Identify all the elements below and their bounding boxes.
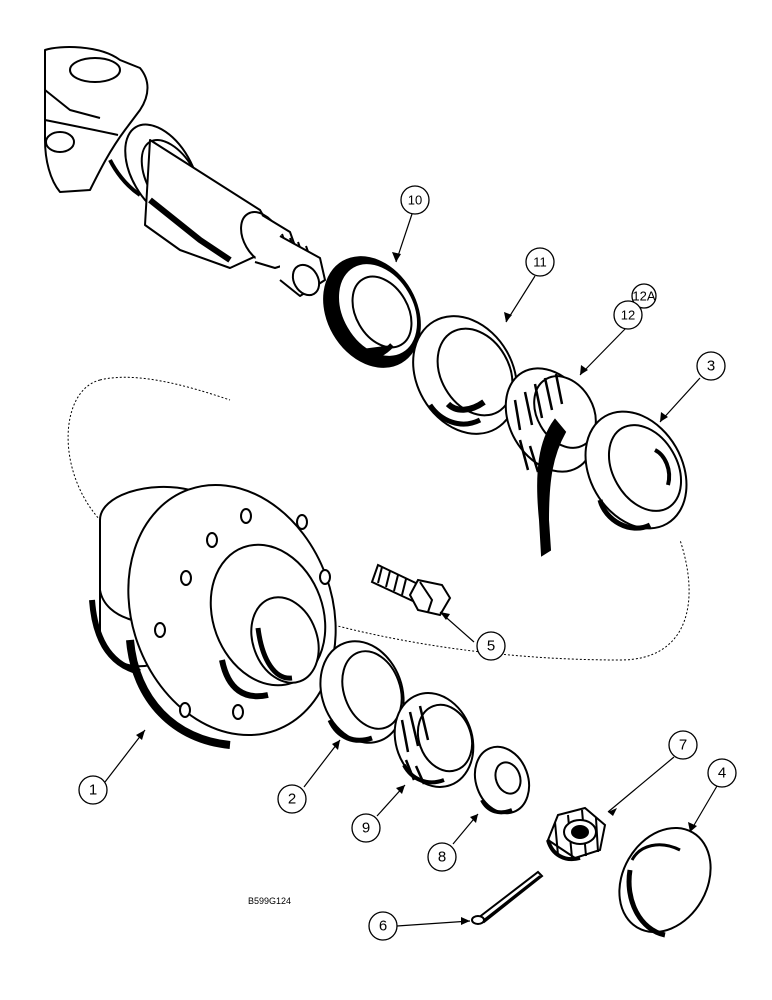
leader-arrowheads	[136, 252, 697, 925]
callout-12a: 12A	[631, 283, 657, 309]
callout-label-12: 12	[621, 308, 635, 323]
callout-label-5: 5	[487, 638, 495, 655]
callout-10: 10	[400, 185, 430, 215]
seal-part-10	[323, 256, 421, 368]
leader-line-6	[396, 920, 471, 927]
figure-reference-code: B599G124	[248, 896, 291, 906]
callout-label-11: 11	[533, 255, 547, 270]
leader-line-12	[579, 327, 627, 376]
callout-label-6: 6	[379, 918, 387, 935]
leader-line-4	[689, 785, 718, 833]
bearing-cup-part-11	[412, 315, 518, 435]
callout-label-12a: 12A	[632, 289, 655, 304]
callout-label-7: 7	[679, 737, 687, 754]
callout-3: 3	[696, 351, 726, 381]
callout-6: 6	[368, 911, 398, 941]
bearing-cup-part-2	[319, 640, 405, 744]
bearing-cone-part-12	[504, 367, 597, 473]
callout-label-2: 2	[288, 791, 296, 808]
leader-line-7	[607, 756, 675, 813]
callout-label-1: 1	[89, 782, 97, 799]
leader-lines	[104, 213, 718, 927]
callout-12: 12	[613, 300, 643, 330]
leader-line-1	[104, 729, 146, 783]
callout-2: 2	[277, 784, 307, 814]
bearing-cone-part-9	[393, 692, 475, 788]
castle-nut-part-7	[546, 806, 607, 861]
hub-part-1	[89, 483, 337, 749]
callout-11: 11	[525, 247, 555, 277]
callout-1: 1	[78, 775, 108, 805]
callout-label-4: 4	[718, 765, 726, 782]
hub-cap-part-4	[618, 826, 712, 938]
leader-line-11	[505, 275, 536, 323]
leader-line-2	[303, 739, 341, 788]
callout-label-9: 9	[362, 820, 370, 837]
bearing-cup-part-3	[584, 410, 688, 531]
callout-label-10: 10	[408, 193, 422, 208]
wheel-stud-part-5	[370, 563, 452, 617]
spindle-assembly	[44, 46, 326, 297]
callouts: 10 11 12A 12 3 5 1 2	[78, 185, 737, 941]
grouping-loop	[67, 376, 690, 661]
callout-8: 8	[427, 842, 457, 872]
callout-5: 5	[476, 631, 506, 661]
leader-line-3	[659, 377, 701, 423]
gasket-strip-part-12a	[537, 418, 567, 557]
cotter-pin-part-6	[471, 870, 544, 925]
callout-label-8: 8	[438, 849, 446, 866]
callout-4: 4	[707, 758, 737, 788]
callout-label-3: 3	[707, 358, 715, 375]
callout-7: 7	[668, 730, 698, 760]
callout-9: 9	[351, 813, 381, 843]
washer-part-8	[473, 745, 531, 815]
